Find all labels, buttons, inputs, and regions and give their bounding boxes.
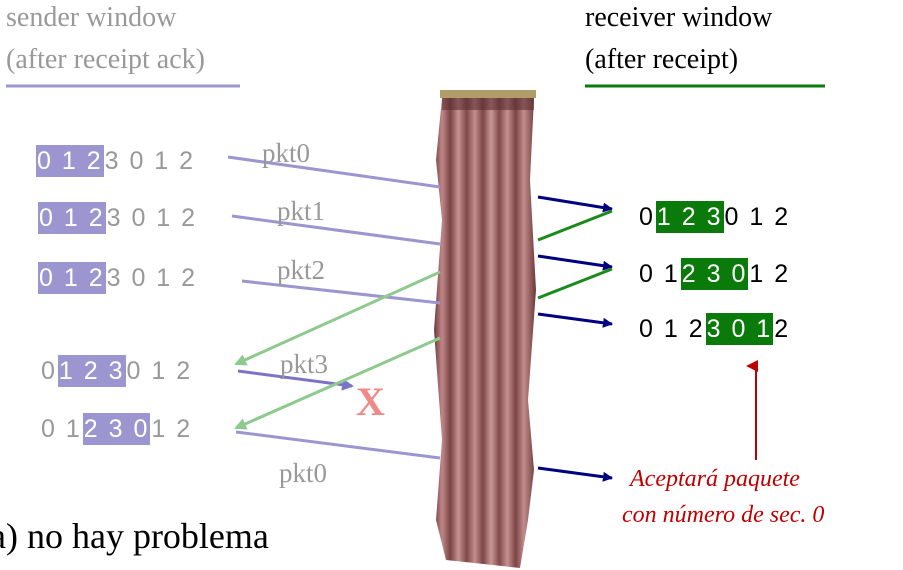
sender-window-highlight: 1 2 3 — [57, 355, 126, 387]
receiver-window-row-2: 0 12 3 01 2 — [639, 258, 791, 290]
sender-window-row-3: 0 1 23 0 1 2 — [38, 262, 198, 294]
sender-window-row-5: 0 12 3 01 2 — [41, 413, 193, 445]
receiver-window-highlight: 2 3 0 — [680, 258, 749, 290]
recv-arrow-1 — [537, 195, 613, 213]
sender-window-row-2: 0 1 23 0 1 2 — [38, 202, 198, 234]
send-line-pkt0-retx — [235, 430, 441, 460]
packet-loss-x: X — [356, 379, 385, 424]
send-line-pkt1 — [231, 214, 441, 246]
note-line-2: con número de sec. 0 — [622, 502, 825, 528]
sender-window-highlight: 2 3 0 — [82, 413, 151, 445]
note-line-1: Aceptará paquete — [630, 466, 800, 492]
receiver-window-highlight: 1 2 3 — [655, 201, 724, 233]
sender-window-highlight: 0 1 2 — [38, 202, 106, 234]
packet-label-pkt2: pkt2 — [277, 255, 326, 285]
receiver-title-line1: receiver window — [585, 2, 773, 33]
sender-window-row-4: 01 2 30 1 2 — [41, 355, 193, 387]
packet-label-pkt0-retransmit: pkt0 — [279, 458, 328, 488]
recv-arrow-4 — [537, 466, 613, 482]
sender-window-highlight: 0 1 2 — [36, 145, 104, 177]
recv-ack-2 — [537, 267, 613, 300]
send-line-pkt2 — [241, 279, 441, 305]
ack-arrow-2 — [234, 336, 441, 430]
receiver-window-row-3: 0 1 23 0 12 — [639, 313, 791, 345]
curtain-graphic — [434, 90, 536, 568]
sender-window-row-1: 0 1 23 0 1 2 — [36, 145, 196, 177]
packet-label-pkt0: pkt0 — [262, 138, 311, 168]
ack-arrow-1 — [234, 270, 441, 366]
sender-title-line1: sender window — [6, 2, 177, 33]
sender-window-highlight: 0 1 2 — [38, 262, 106, 294]
receiver-title-line2: (after receipt) — [585, 44, 739, 75]
receiver-window-row-1: 01 2 30 1 2 — [639, 201, 791, 233]
receiver-window-highlight: 3 0 1 — [705, 313, 774, 345]
caption: a) no hay problema — [0, 516, 269, 556]
packet-label-pkt3: pkt3 — [280, 349, 329, 379]
recv-arrow-2 — [537, 254, 613, 271]
recv-ack-1 — [537, 209, 613, 242]
send-line-pkt0 — [227, 155, 441, 189]
packet-label-pkt1: pkt1 — [277, 196, 326, 226]
send-line-pkt3 — [237, 369, 354, 391]
recv-arrow-3 — [537, 312, 613, 328]
sender-title-line2: (after receipt ack) — [6, 44, 205, 75]
